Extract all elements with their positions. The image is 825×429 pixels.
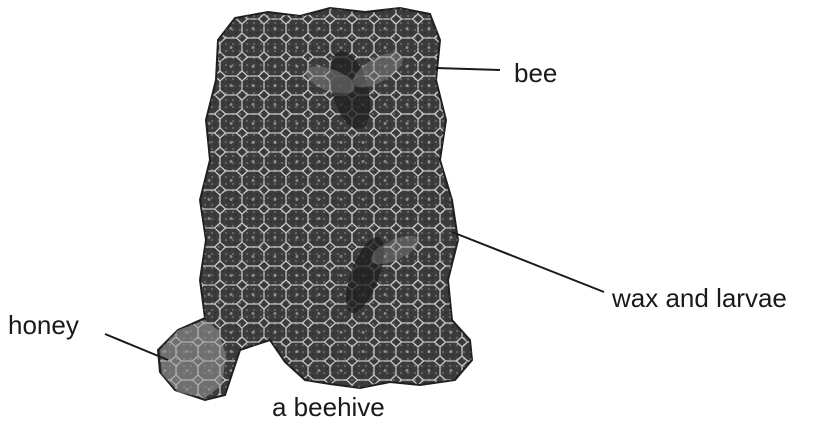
label-honey: honey [8, 312, 79, 338]
honey-cells [160, 320, 226, 398]
bee-leader-line [436, 68, 500, 70]
label-wax-and-larvae: wax and larvae [612, 285, 787, 311]
label-bee: bee [514, 60, 557, 86]
diagram-caption: a beehive [272, 394, 385, 420]
honey-leader-line [105, 334, 168, 360]
wax-leader-line [452, 232, 604, 292]
